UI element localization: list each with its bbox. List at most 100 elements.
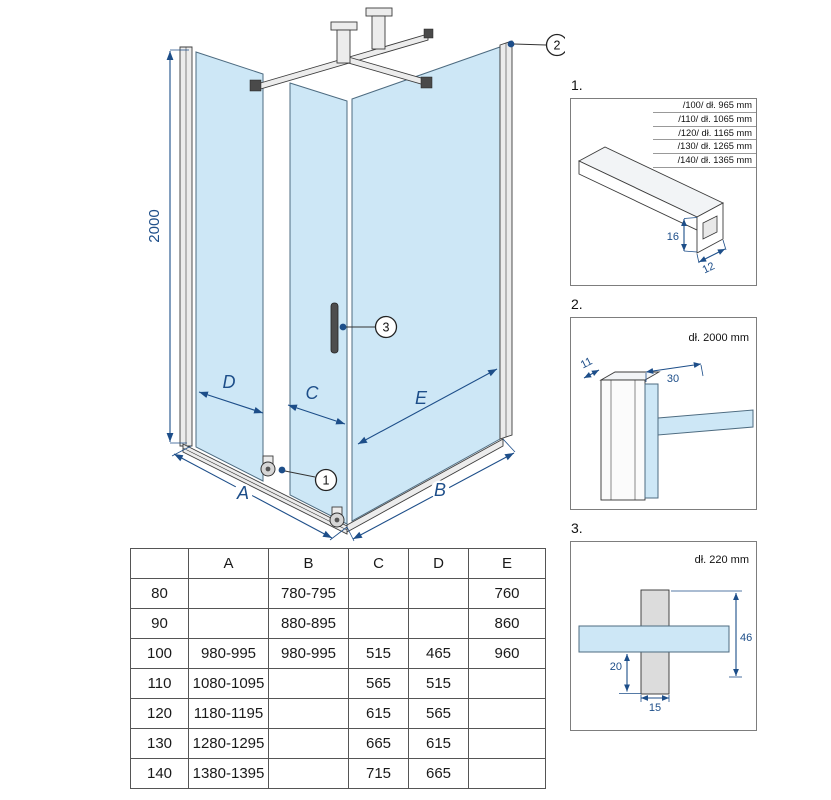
glass-edge-strip [644,383,659,499]
profile-length-option: /110/ dł. 1065 mm [653,113,756,127]
detail-2-length: dł. 2000 mm [688,332,749,344]
table-cell [468,698,546,729]
table-header-cell: C [348,548,409,579]
dimension-e: E [357,368,498,445]
dimension-46-label: 46 [740,632,752,644]
label-backing [430,480,450,500]
detail-1-label: 1. [571,77,583,93]
table-cell: 860 [468,608,546,639]
ceiling-mount-cap [330,21,358,31]
table-cell: 110 [130,668,189,699]
dimension-30-label: 30 [667,373,679,385]
table-header-cell: D [408,548,469,579]
table-cell: 515 [348,638,409,669]
table-cell [348,608,409,639]
detail-3-length: dł. 220 mm [695,554,749,566]
table-cell [468,668,546,699]
callout-3: 3 [339,315,398,339]
profile-length-option: /120/ dł. 1165 mm [653,127,756,141]
table-cell: 1280-1295 [188,728,269,759]
dimension-20: 20 [610,653,641,694]
table-cell: 515 [408,668,469,699]
dimension-c-label: C [306,383,320,403]
dimension-a: A [171,445,348,541]
side-panel-glass [351,46,501,522]
callout-2-circle [545,33,565,57]
bar-anchor [423,28,434,39]
table-cell [348,578,409,609]
roller-assembly [260,455,276,477]
table-cell: 615 [408,728,469,759]
dimension-height: 2000 [146,49,189,444]
table-cell: 465 [408,638,469,669]
table-header-cell: A [188,548,269,579]
table-cell: 1180-1195 [188,698,269,729]
table-cell [408,608,469,639]
table-header-cell: E [468,548,546,579]
table-cell: 140 [130,758,189,789]
table-cell: 1080-1095 [188,668,269,699]
detail-3-box: dł. 220 mm 46 20 15 [570,541,757,731]
fixed-panel-glass [195,51,264,482]
profile-length-option: /130/ dł. 1265 mm [653,140,756,155]
profile-length-list: /100/ dł. 965 mm/110/ dł. 1065 mm/120/ d… [653,99,756,168]
table-cell: 1380-1395 [188,758,269,789]
table-cell: 980-995 [268,638,349,669]
table-cell [268,698,349,729]
dimension-b-label: B [434,480,446,500]
table-cell [408,578,469,609]
table-cell: 130 [130,728,189,759]
channel-top-face [599,371,661,381]
profile-length-option: /140/ dł. 1365 mm [653,154,756,168]
bar-clamp [249,79,262,92]
dimension-b: B [346,438,516,542]
table-cell [268,668,349,699]
dimension-11: 11 [579,355,600,379]
table-cell: 665 [348,728,409,759]
callout-1-number: 1 [323,474,330,488]
table-header-cell: B [268,548,349,579]
table-cell [268,728,349,759]
dimension-15-label: 15 [649,702,661,714]
shower-enclosure-isometric: 2000 D C E A B 2 3 [146,7,565,542]
dimension-d-label: D [223,372,236,392]
table-cell: 100 [130,638,189,669]
callout-1: 1 [278,466,338,492]
stabilizer-bar-short [344,55,429,87]
dimension-30: 30 [645,362,704,385]
callout-3-circle [374,315,398,339]
table-cell [468,758,546,789]
detail-2-box: dł. 2000 mm 30 11 [570,317,757,510]
table-cell: 90 [130,608,189,639]
table-cell: 120 [130,698,189,729]
dimension-12-label: 12 [701,260,717,276]
channel-front-face [600,379,646,501]
ceiling-mount-cap [365,7,393,17]
support-bar-drawing: dł. 220 mm 46 20 15 [578,554,752,714]
dimension-12: 12 [696,239,727,276]
ceiling-mount-post [371,15,386,50]
table-cell [468,728,546,759]
callout-2: 2 [507,33,565,57]
dimension-height-label: 2000 [146,209,163,242]
detail-2-label: 2. [571,296,583,312]
profile-length-option: /100/ dł. 965 mm [653,99,756,113]
profile-channel-slot [702,215,718,240]
callout-2-number: 2 [554,39,561,53]
table-cell: 715 [348,758,409,789]
sliding-door-glass [289,82,348,525]
bar-clamp [420,76,433,89]
dimension-c: C [287,383,346,425]
table-cell: 565 [408,698,469,729]
table-cell: 780-795 [268,578,349,609]
callout-2-dot [507,40,515,48]
dimension-11-label: 11 [579,355,595,371]
label-backing [233,483,253,503]
table-cell [188,578,269,609]
door-handle [330,302,339,354]
